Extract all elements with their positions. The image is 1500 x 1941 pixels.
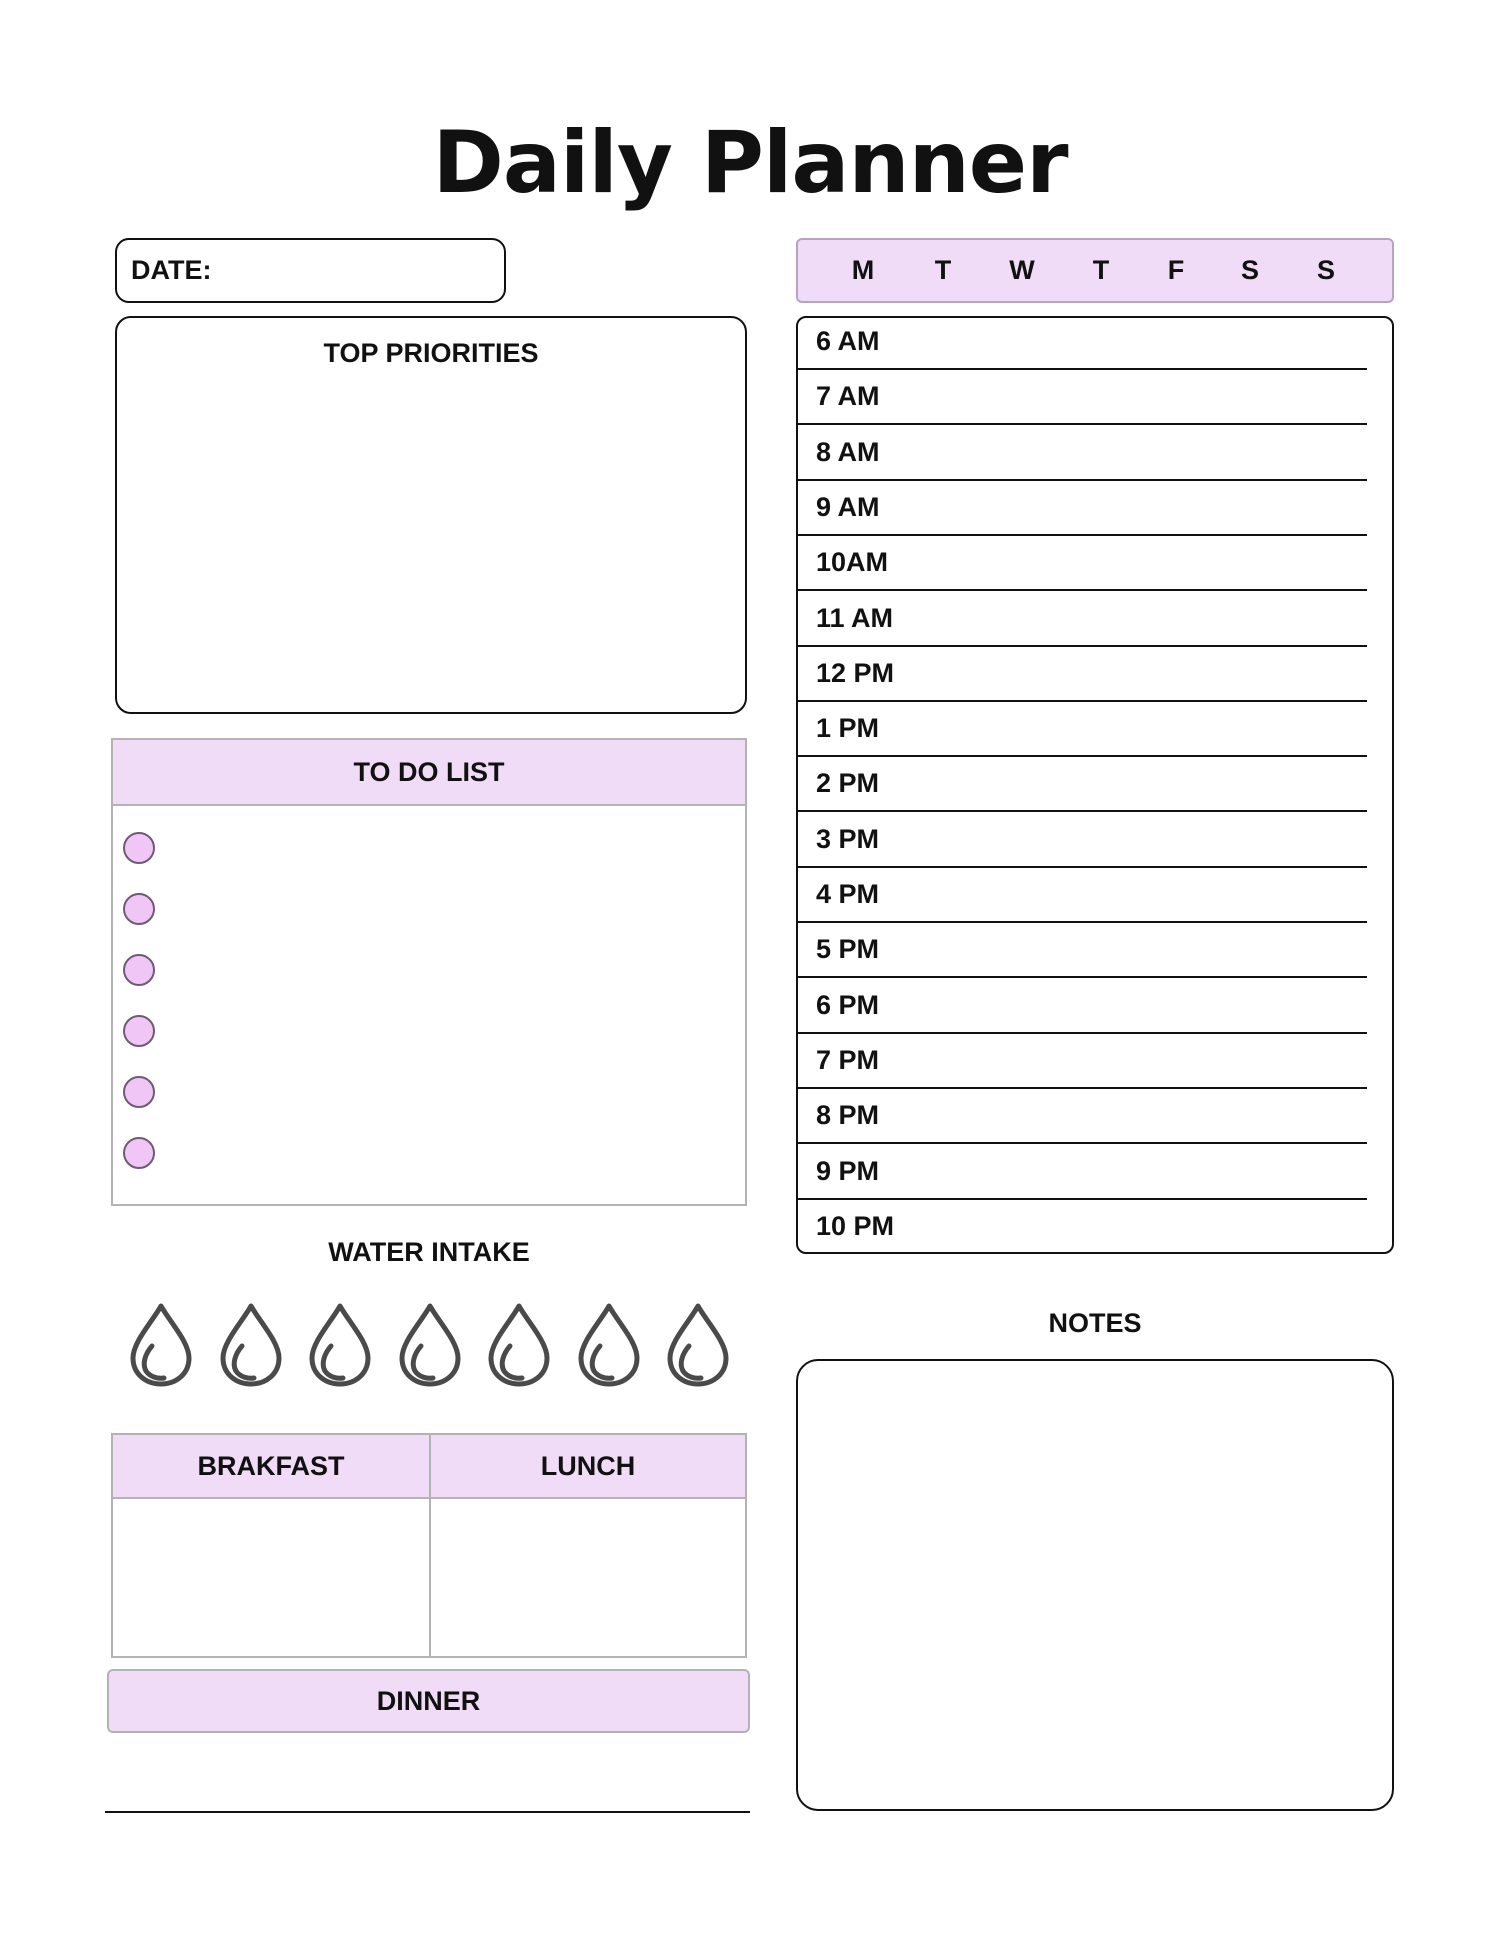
meal-divider (429, 1435, 431, 1656)
todo-checkbox[interactable] (123, 1076, 155, 1108)
time-slot-line[interactable] (798, 644, 1367, 647)
time-slot-label: 4 PM (816, 879, 880, 909)
time-slot-line[interactable] (798, 1142, 1367, 1145)
weekday-0[interactable]: M (851, 255, 875, 285)
water-drop-icon[interactable] (307, 1302, 373, 1388)
time-slot-line[interactable] (798, 533, 1367, 536)
time-slot-line[interactable] (798, 699, 1367, 702)
page-title: Daily Planner (432, 113, 1068, 213)
time-slot-line[interactable] (798, 368, 1367, 370)
time-slot-line[interactable] (798, 976, 1367, 979)
water-drop-icon[interactable] (576, 1302, 642, 1388)
time-slot-line[interactable] (798, 1197, 1367, 1200)
time-slot-label: 7 AM (816, 381, 880, 412)
water-drop-icon[interactable] (128, 1302, 194, 1388)
weekday-4[interactable]: F (1167, 255, 1185, 285)
weekday-1[interactable]: T (934, 255, 952, 285)
water-drop-icon[interactable] (486, 1302, 552, 1388)
time-slot-line[interactable] (798, 478, 1367, 481)
lunch-label: LUNCH (540, 1450, 636, 1481)
time-slot-label: 9 AM (816, 491, 880, 522)
time-slot-line[interactable] (798, 1031, 1367, 1034)
date-label: DATE: (131, 255, 212, 285)
time-slot-line[interactable] (798, 921, 1367, 923)
todo-checkbox[interactable] (123, 954, 155, 986)
breakfast-label: BRAKFAST (197, 1450, 345, 1481)
dinner-write-line[interactable] (105, 1811, 750, 1813)
todo-checkbox[interactable] (123, 1137, 155, 1169)
notes-box[interactable] (796, 1359, 1394, 1811)
todo-list: TO DO LIST (111, 738, 747, 1206)
dinner-header: DINNER (107, 1669, 750, 1733)
time-slot-label: 10AM (816, 547, 889, 578)
hourly-schedule: 6 AM 7 AM 8 AM 9 AM 10AM 11 AM 12 PM 1 PM 2 PM 3 … (796, 316, 1394, 1254)
top-priorities-box[interactable]: TOP PRIORITIES (115, 316, 747, 714)
time-slot-line[interactable] (798, 810, 1367, 813)
time-slot-label: 8 PM (816, 1100, 880, 1131)
date-field[interactable]: DATE: (115, 238, 506, 303)
time-slot-label: 3 PM (816, 823, 880, 854)
todo-label: TO DO LIST (353, 756, 505, 787)
todo-checkbox[interactable] (123, 832, 155, 864)
weekday-2[interactable]: W (1009, 255, 1035, 285)
time-slot-line[interactable] (798, 589, 1367, 592)
weekday-6[interactable]: S (1316, 255, 1336, 285)
weekday-3[interactable]: T (1092, 255, 1110, 285)
time-slot-label: 6 AM (816, 326, 880, 356)
time-slot-label: 6 PM (816, 989, 880, 1020)
time-slot-label: 9 PM (816, 1155, 880, 1186)
lunch-header: LUNCH (431, 1435, 745, 1499)
water-intake-label: WATER INTAKE (328, 1237, 530, 1267)
time-slot-label: 12 PM (816, 657, 895, 688)
todo-checkbox[interactable] (123, 893, 155, 925)
top-priorities-label: TOP PRIORITIES (323, 338, 539, 368)
time-slot-label: 10 PM (816, 1210, 895, 1241)
time-slot-line[interactable] (798, 423, 1367, 426)
meal-table: BRAKFAST LUNCH (111, 1433, 747, 1658)
time-slot-label: 2 PM (816, 768, 880, 799)
time-slot-label: 1 PM (816, 713, 880, 744)
todo-checkbox[interactable] (123, 1015, 155, 1047)
time-slot-label: 7 PM (816, 1044, 880, 1075)
water-drop-icon[interactable] (397, 1302, 463, 1388)
weekday-5[interactable]: S (1240, 255, 1260, 285)
dinner-label: DINNER (376, 1685, 481, 1716)
time-slot-line[interactable] (798, 865, 1367, 868)
todo-header: TO DO LIST (113, 740, 745, 806)
water-drop-icon[interactable] (665, 1302, 731, 1388)
time-slot-line[interactable] (798, 755, 1367, 758)
time-slot-line[interactable] (798, 1086, 1367, 1089)
time-slot-label: 5 PM (816, 934, 880, 965)
time-slot-label: 11 AM (816, 602, 894, 633)
time-slot-label: 8 AM (816, 436, 880, 467)
notes-label: NOTES (1048, 1308, 1142, 1338)
breakfast-header: BRAKFAST (113, 1435, 429, 1499)
water-drop-icon[interactable] (218, 1302, 284, 1388)
